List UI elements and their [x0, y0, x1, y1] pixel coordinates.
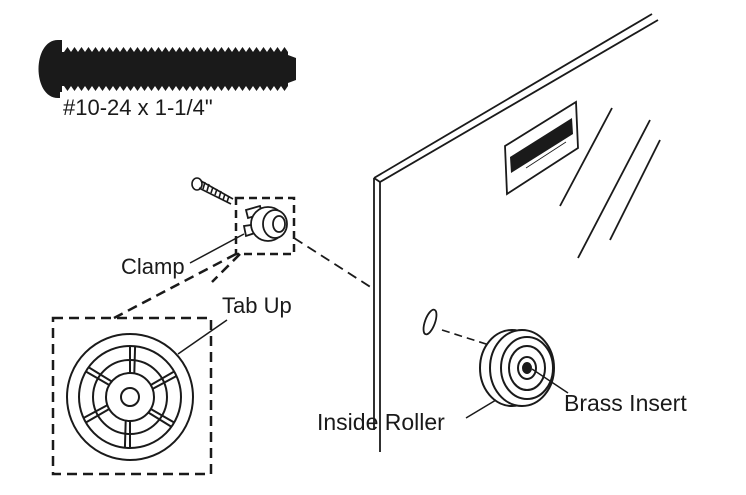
clamp-enlarged-illustration: [66, 333, 194, 461]
warning-sticker: [504, 100, 579, 196]
glass-panel: [373, 13, 661, 452]
zoom-projection-left: [113, 252, 237, 320]
screw-small-illustration: [191, 177, 234, 205]
tab-up-label: Tab Up: [222, 293, 292, 318]
zoom-projection-right: [211, 253, 241, 283]
screw-label-bg: [60, 92, 242, 120]
inside-roller-label: Inside Roller: [317, 409, 445, 435]
panel-hole: [422, 308, 438, 336]
screw-large-illustration: [38, 40, 296, 98]
clamp-small-illustration: [242, 204, 288, 242]
brass-insert-label: Brass Insert: [564, 390, 687, 416]
inside-roller-illustration: [479, 329, 555, 407]
clamp-label-leader: [189, 233, 245, 264]
inside-roller-leader: [465, 399, 497, 419]
brass-insert-leader: [531, 368, 569, 394]
clamp-highlight-box: [234, 196, 296, 256]
clamp-label: Clamp: [121, 254, 185, 279]
screw-spec-label: #10-24 x 1-1/4": [63, 95, 213, 120]
tab-up-label-leader: [177, 319, 228, 355]
clamp-to-panel-leader: [293, 237, 373, 289]
clamp-enlarged-box: [51, 316, 213, 476]
